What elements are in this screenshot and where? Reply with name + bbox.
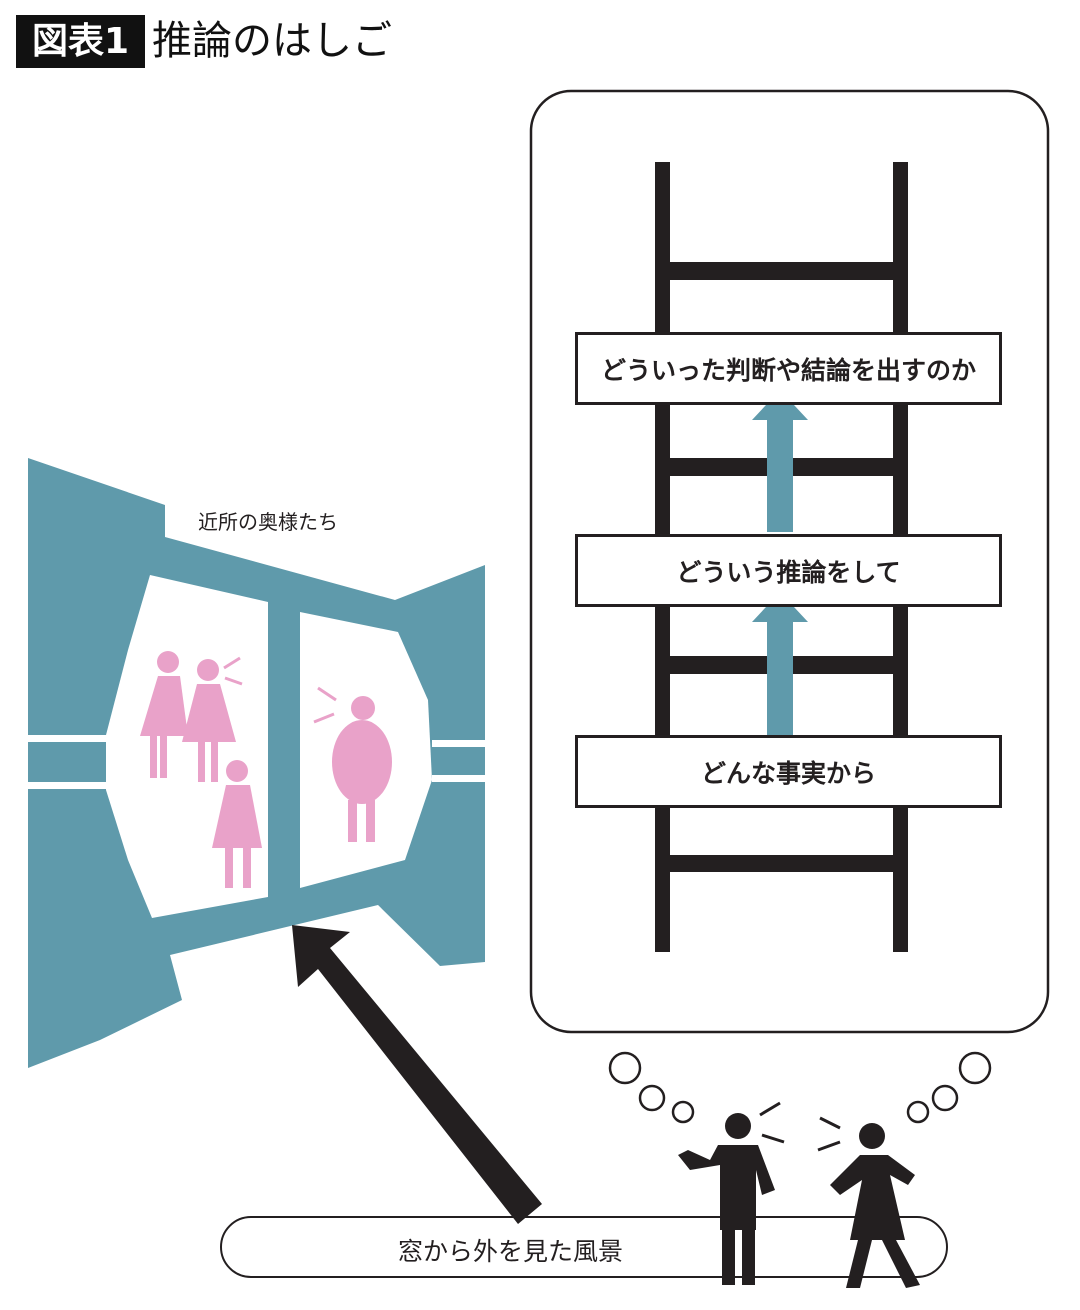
speech-lines-icon: [759, 1101, 841, 1152]
speech-lines-icon: [223, 656, 337, 724]
window-label: 近所の奥様たち: [198, 510, 338, 534]
figure-number-badge: 図表1: [16, 15, 145, 68]
inference-arrows: [752, 390, 808, 735]
arrow-up-icon: [752, 390, 808, 532]
neighbor-women: [140, 651, 392, 888]
scene-label-pill: [220, 1216, 948, 1278]
ladder-step-reasoning: どういう推論をして: [575, 534, 1002, 607]
arrow-up-icon: [752, 592, 808, 735]
ladder-step-facts: どんな事実から: [575, 735, 1002, 808]
page-title: 推論のはしご: [152, 18, 392, 64]
ladder-step-conclusion: どういった判断や結論を出すのか: [575, 332, 1002, 405]
scene-label: 窓から外を見た風景: [398, 1237, 624, 1266]
thought-bubbles: [608, 1051, 992, 1124]
window-illustration: [28, 458, 485, 1068]
ladder-frame: [529, 89, 1050, 1034]
observation-arrow: [292, 925, 542, 1224]
thinking-people: [678, 1113, 920, 1288]
